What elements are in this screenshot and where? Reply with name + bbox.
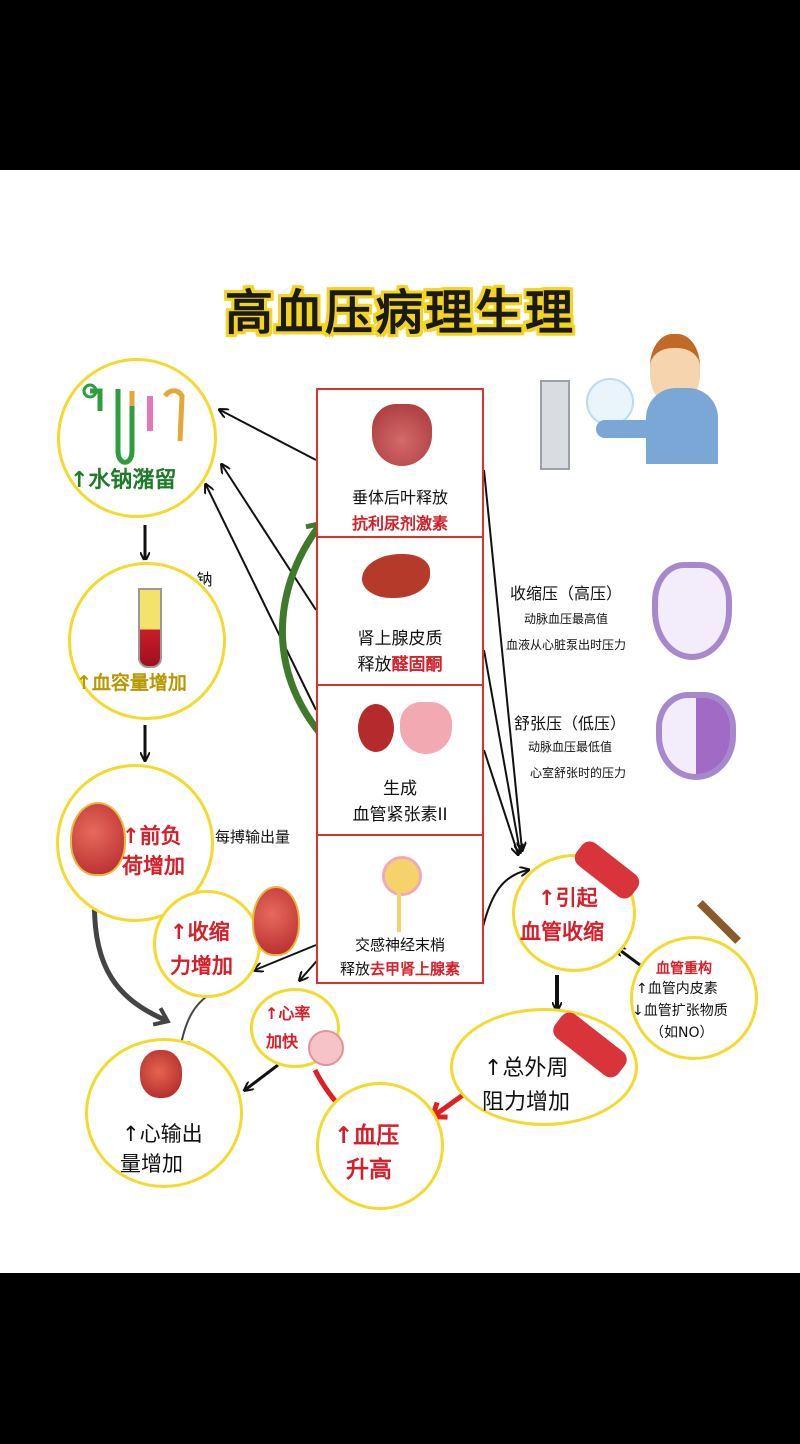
pituitary-line2: 抗利尿剂激素	[351, 514, 448, 533]
circle-water-sodium	[57, 358, 217, 518]
arrow-adrenal-to-water	[222, 465, 317, 611]
sympathetic-line1: 交感神经末梢	[354, 936, 445, 954]
diastolic-title: 舒张压（低压）	[514, 714, 627, 733]
stroke-output-label: 每搏输出量	[215, 828, 291, 846]
sympathetic-line2b: 去甲肾上腺素	[370, 960, 461, 978]
test-tube-icon	[138, 588, 162, 668]
arrow-preload-to-output	[91, 889, 171, 1027]
clock-icon	[308, 1030, 344, 1066]
arrow-pituitary-to-vaso	[483, 469, 522, 850]
box-pituitary: 垂体后叶释放 抗利尿剂激素	[316, 388, 484, 538]
remodel-line4: （如NO）	[650, 1025, 714, 1041]
arrow-angiotensin-to-water	[206, 485, 317, 711]
arrow-sympathetic-to-contractility	[255, 944, 317, 970]
arrow-adrenal-to-vaso	[483, 649, 520, 852]
bp-monitor-icon	[540, 380, 570, 470]
preload-line2: 荷增加	[122, 854, 185, 878]
adrenal-line1: 肾上腺皮质	[357, 629, 443, 649]
arrow-pituitary-to-water	[220, 410, 317, 461]
adrenal-line2b: 醛固酮	[391, 655, 443, 675]
pituitary-icon	[372, 404, 432, 466]
cardiac-output-line1: ↑心输出	[122, 1122, 203, 1146]
adrenal-line2: 释放醛固酮	[318, 650, 482, 675]
contractility-line2: 力增加	[170, 954, 233, 978]
circle-blood-pressure	[316, 1082, 444, 1210]
remodel-line3: ↓血管扩张物质	[632, 1003, 728, 1019]
box-sympathetic: 交感神经末梢 释放去甲肾上腺素	[316, 834, 484, 984]
angiotensin-line1: 生成	[383, 779, 417, 799]
adrenal-line2a: 释放	[357, 655, 392, 675]
box-adrenal: 肾上腺皮质 释放醛固酮	[316, 536, 484, 686]
page-title: 高血压病理生理	[224, 285, 575, 341]
sympathetic-line2: 释放去甲肾上腺素	[318, 958, 482, 979]
pulse-bubble-icon	[586, 378, 634, 426]
systolic-desc2: 血液从心脏泵出时压力	[506, 638, 627, 652]
heart-rate-line1: ↑心率	[265, 1004, 311, 1023]
kidney-icon	[358, 704, 394, 752]
water-sodium-label: ↑水钠潴留	[70, 468, 177, 493]
heart-small-icon	[252, 886, 300, 956]
circle-remodel	[630, 936, 758, 1060]
sympathetic-line2a: 释放	[339, 960, 370, 978]
person-body-icon	[646, 388, 718, 464]
cardiac-output-line2: 量增加	[120, 1152, 183, 1176]
resistance-line1: ↑总外周	[484, 1056, 569, 1081]
heart-rate-line2: 加快	[266, 1032, 299, 1051]
blood-volume-label: ↑血容量增加	[76, 672, 187, 694]
diastolic-desc1: 动脉血压最低值	[528, 740, 613, 754]
heart-systole-icon	[652, 562, 732, 660]
remodel-line2: ↑血管内皮素	[636, 981, 718, 997]
box-angiotensin: 生成 血管紧张素II	[316, 684, 484, 836]
systolic-title: 收缩压（高压）	[510, 584, 623, 603]
kidney-tubule-icon	[82, 383, 185, 465]
bp-line2: 升高	[346, 1157, 392, 1183]
systolic-desc1: 动脉血压最高值	[524, 612, 609, 626]
heart-icon	[70, 802, 126, 876]
person-arm-icon	[596, 420, 656, 438]
arrow-heartrate-to-output	[245, 1063, 279, 1090]
diastolic-desc2: 心室舒张时的压力	[530, 766, 627, 780]
axon-icon	[397, 892, 401, 932]
vasoconstriction-line1: ↑引起	[538, 886, 598, 910]
angiotensin-line2: 血管紧张素II	[352, 805, 448, 825]
liver-icon	[362, 554, 430, 598]
circle-contractility	[153, 890, 261, 998]
remodel-line1: 血管重构	[656, 961, 712, 977]
vasoconstriction-line2: 血管收缩	[520, 920, 604, 944]
heart-diastole-icon	[656, 692, 736, 780]
neuron-icon	[382, 856, 422, 896]
heart-section-icon	[140, 1050, 182, 1098]
arrow-angiotensin-to-vaso	[483, 749, 518, 854]
preload-line1: ↑前负	[122, 824, 182, 848]
circle-blood-volume-ring	[68, 562, 226, 720]
lungs-icon	[400, 702, 452, 754]
resistance-line2: 阻力增加	[482, 1090, 571, 1115]
diagram-canvas: 高血压病理生理	[0, 170, 800, 1273]
contractility-line1: ↑收缩	[170, 920, 230, 944]
bp-line1: ↑血压	[334, 1123, 400, 1149]
pituitary-line1: 垂体后叶释放	[351, 488, 448, 507]
